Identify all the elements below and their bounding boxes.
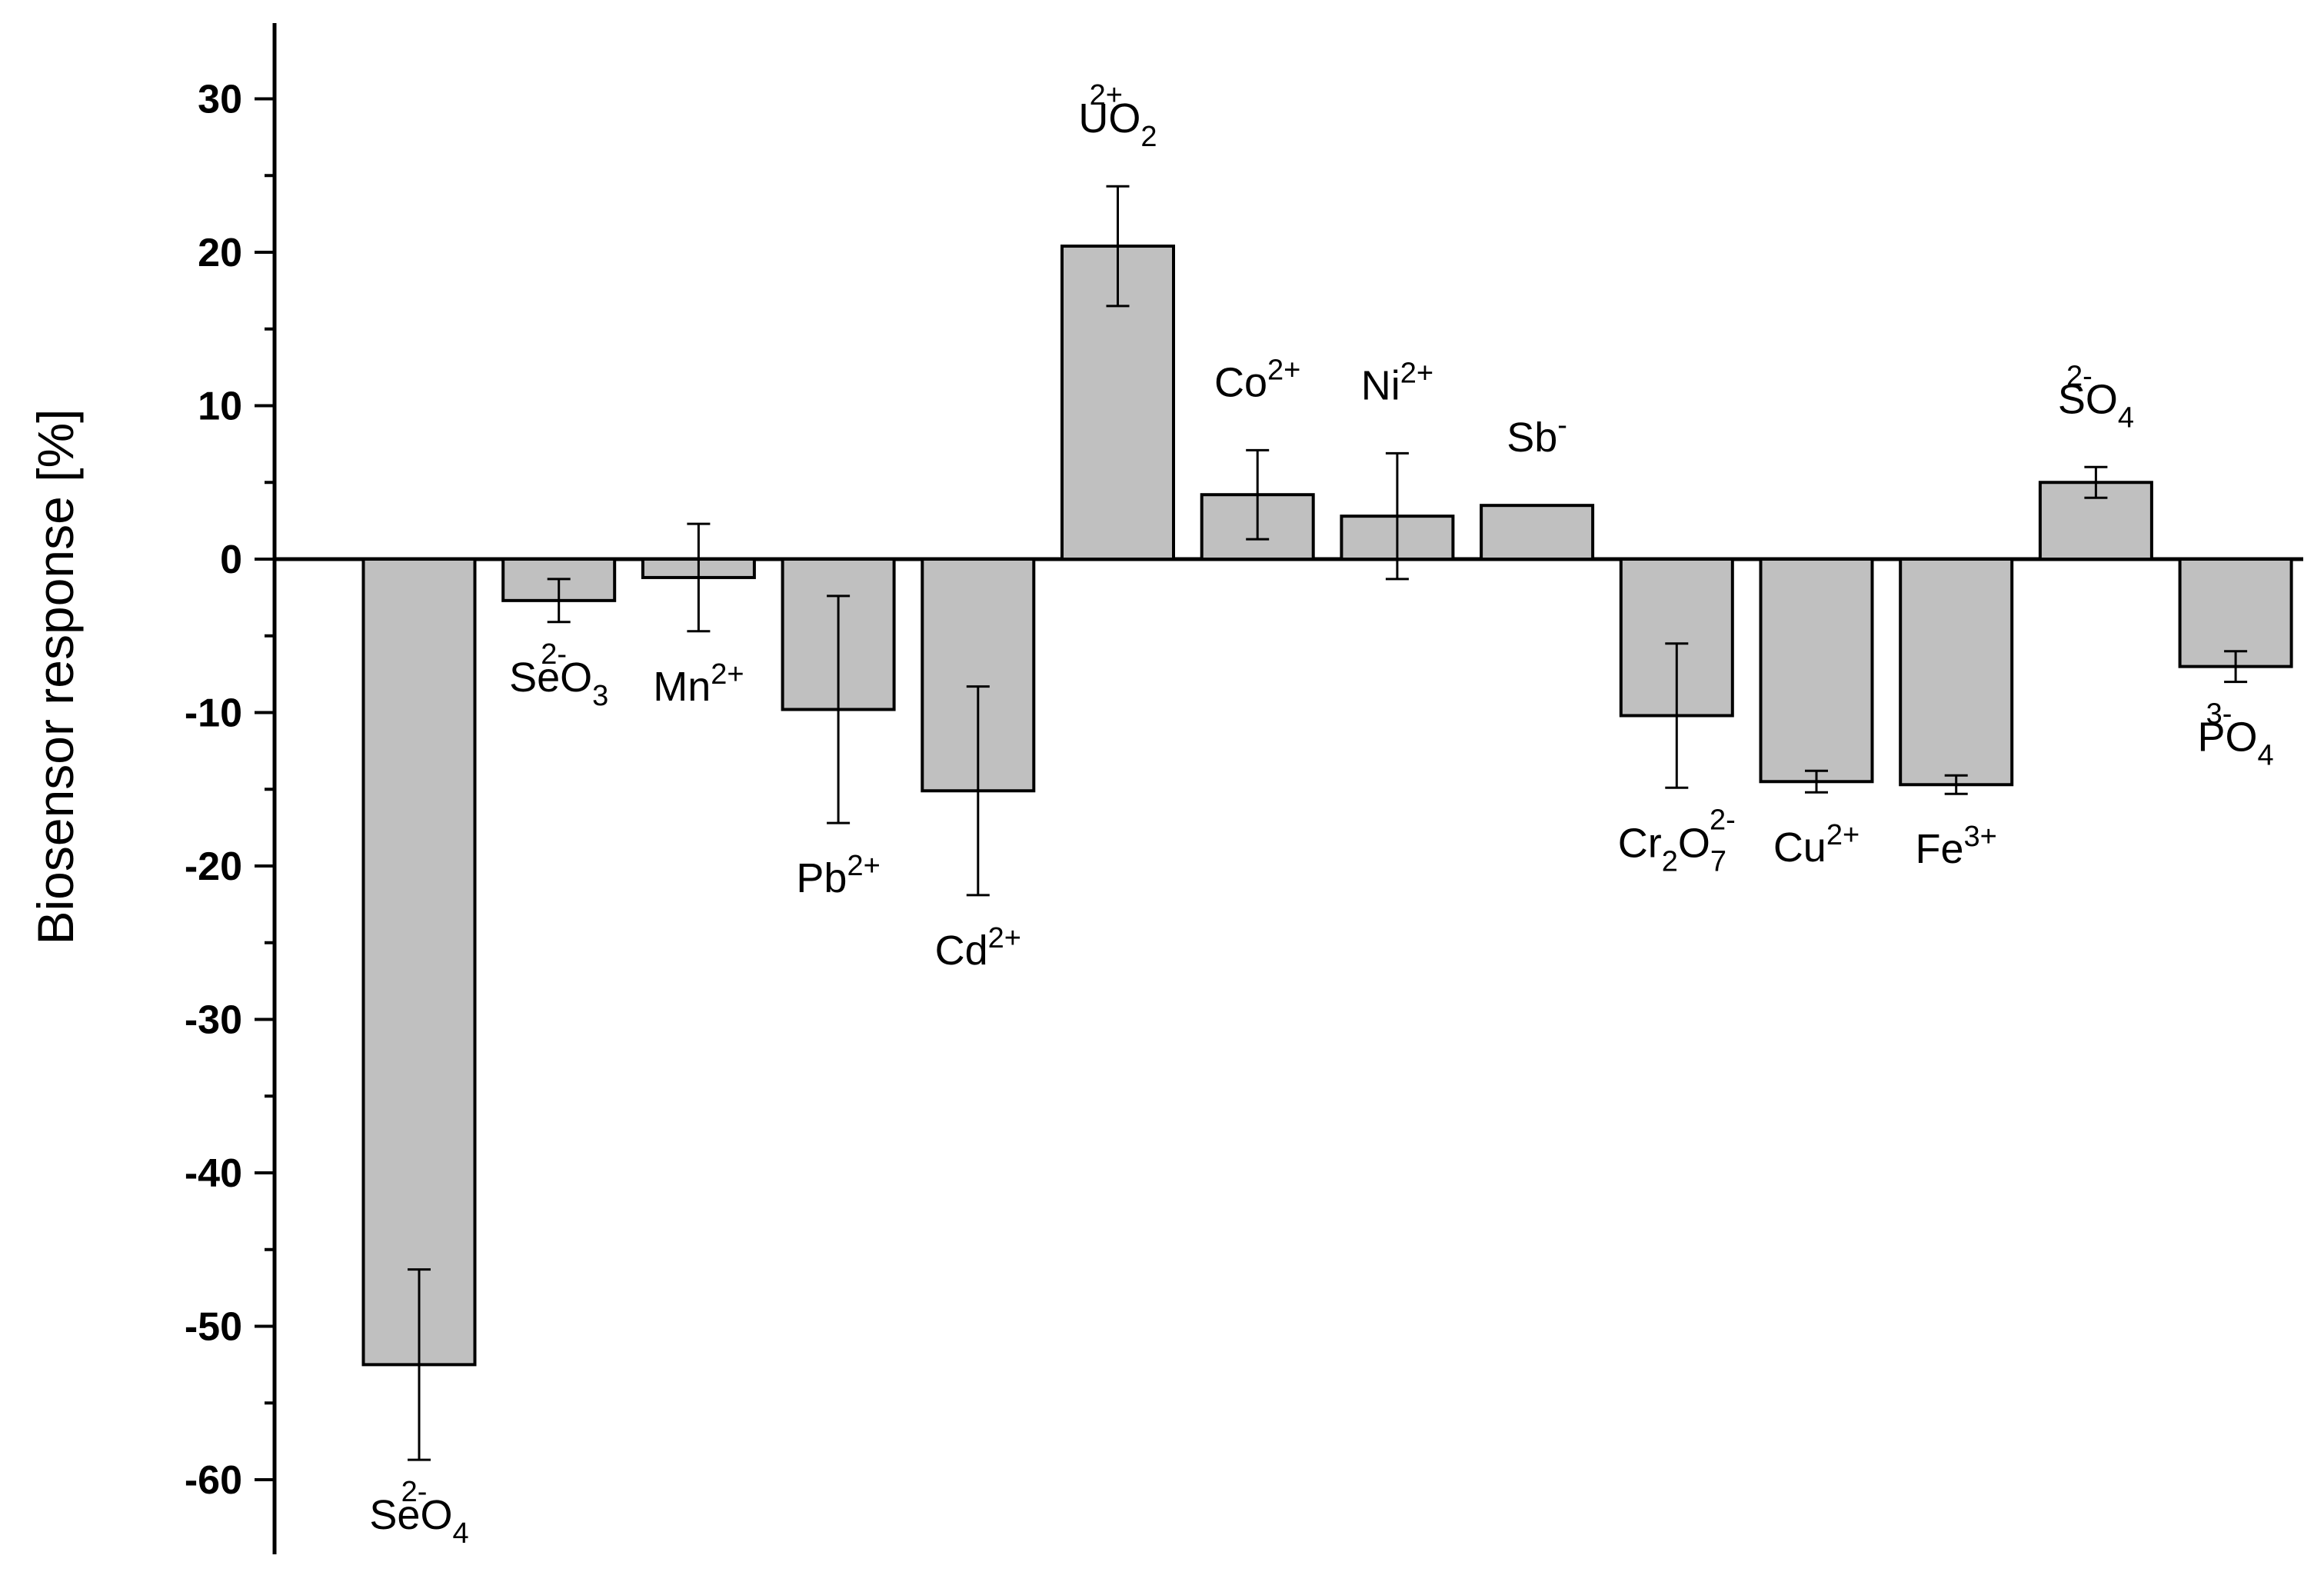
y-tick-label: 20 (198, 231, 242, 275)
y-tick-label: -30 (185, 998, 242, 1043)
bar (1480, 504, 1595, 561)
bar (2178, 558, 2293, 668)
category-label: SeO42- (369, 1476, 468, 1550)
y-tick-label: 30 (198, 78, 242, 122)
y-tick-label: -50 (185, 1305, 242, 1350)
category-label: SeO32- (509, 638, 608, 712)
y-axis-title: Biosensor response [%] (27, 408, 84, 944)
category-label: Mn2+ (653, 658, 744, 710)
y-tick-label: 0 (220, 538, 242, 582)
category-label: Cd2+ (935, 922, 1021, 974)
bar (1759, 558, 1874, 784)
category-label: Fe3+ (1916, 821, 1997, 872)
y-tick-label: -20 (185, 844, 242, 889)
y-axis: 30 20 10 0 -10 -20 -30 -40 -50 -60 (185, 23, 2303, 1554)
y-tick-label: 10 (198, 385, 242, 429)
error-bars (408, 185, 2248, 1461)
category-labels: SeO42- SeO32- Mn2+ Pb2+ Cd2+ UO22+ Co2+ Ni2+ Sb-… (369, 79, 2273, 1550)
category-label: UO22+ (1078, 79, 1157, 153)
y-tick-label: -60 (185, 1458, 242, 1503)
category-label: Sb- (1507, 409, 1567, 461)
bar (361, 558, 477, 1367)
bars (361, 245, 2293, 1367)
category-label: Co2+ (1214, 354, 1300, 405)
y-tick-label: -10 (185, 691, 242, 736)
category-label: SO42- (2058, 360, 2134, 434)
bar (1899, 558, 2014, 787)
category-label: Pb2+ (796, 850, 880, 901)
category-label: PO43- (2198, 698, 2274, 772)
category-label: Cu2+ (1773, 819, 1860, 871)
category-label: Ni2+ (1361, 357, 1433, 408)
category-label: Cr2O72- (1618, 804, 1736, 878)
y-tick-label: -40 (185, 1151, 242, 1196)
